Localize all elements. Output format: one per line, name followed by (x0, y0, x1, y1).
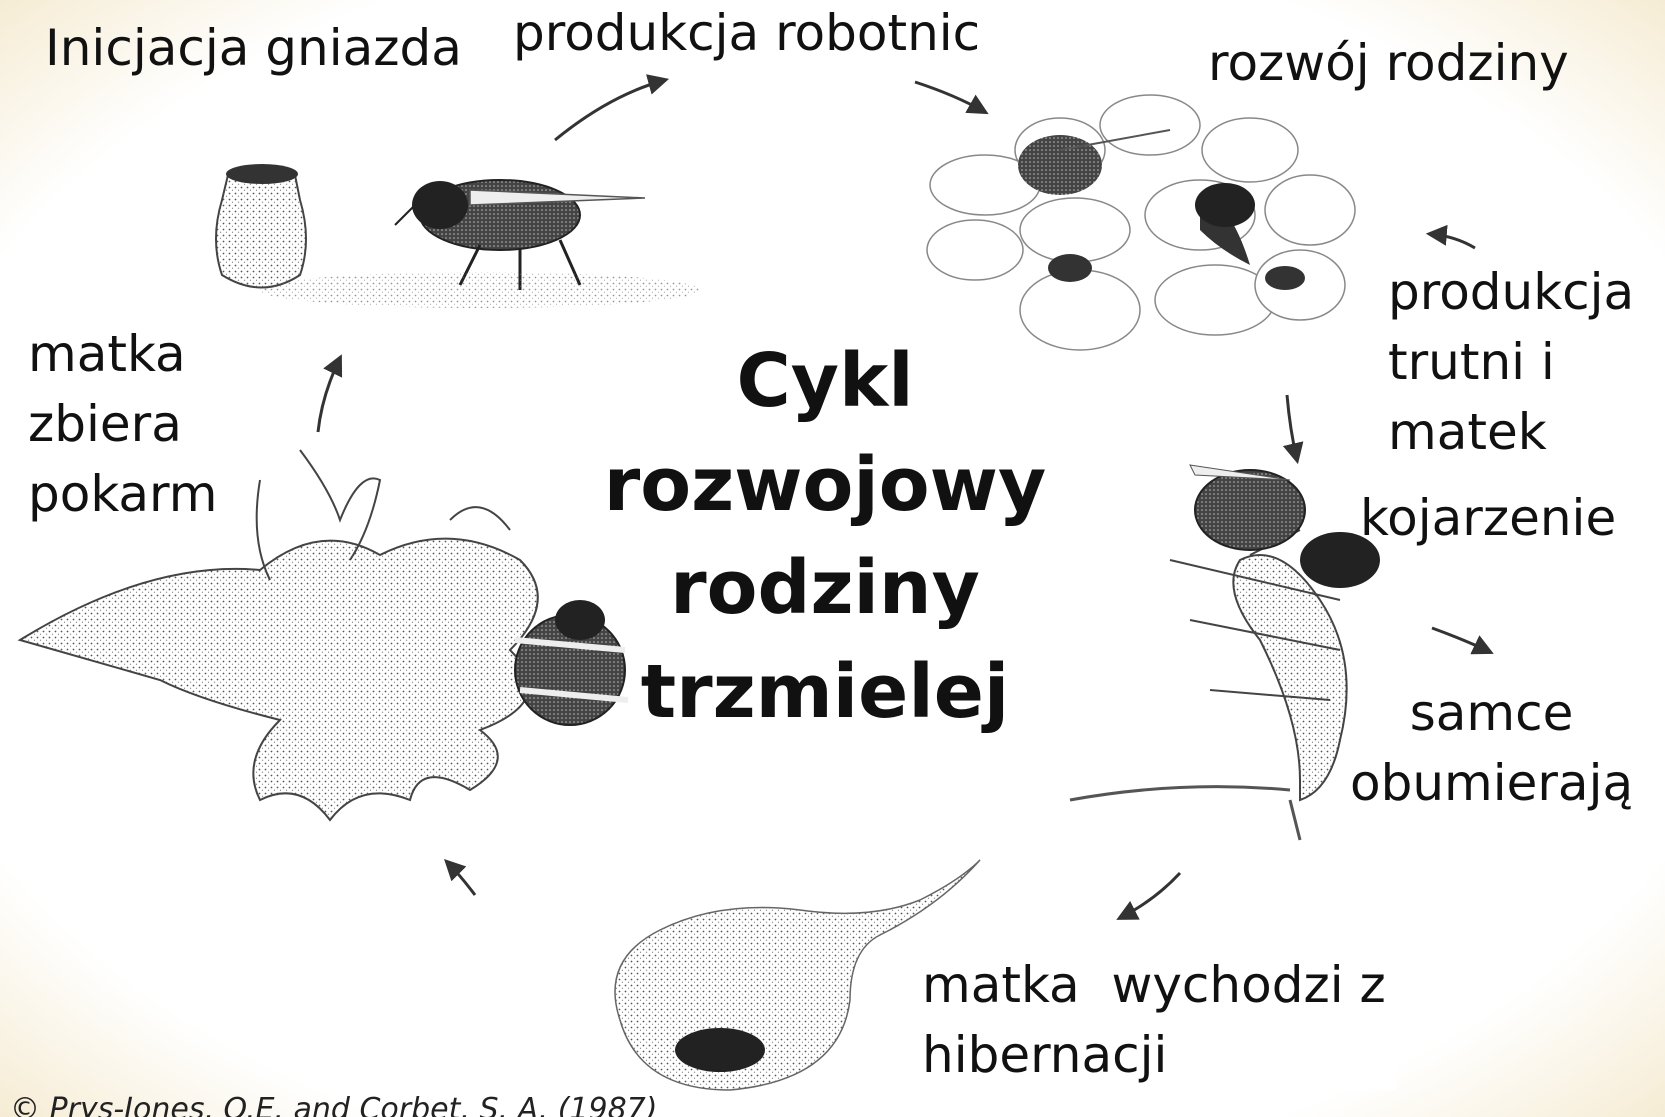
nest-founding-queen-icon (260, 180, 700, 308)
arrow-initiation-to-workers (555, 80, 665, 140)
arrow-hibernation-to-forage (447, 862, 475, 895)
label-hibernation-exit-line-1: matka wychodzi z (922, 950, 1386, 1020)
arrow-production-to-mating (1287, 395, 1297, 460)
wax-pot-icon (216, 164, 306, 288)
image-credit: © Prys-Jones, O.E. and Corbet, S. A. (19… (10, 1092, 657, 1117)
label-males-die: samce obumierają (1350, 678, 1633, 818)
label-queen-forages-line-1: matka (28, 319, 217, 389)
label-males-die-line-2: obumierają (1350, 748, 1633, 818)
label-queen-forages-line-3: pokarm (28, 459, 217, 529)
label-drone-queen-production-line-2: trutni i (1388, 327, 1634, 397)
arrow-growth-to-production (1430, 234, 1475, 248)
title-line-2: rozwojowy (600, 434, 1050, 538)
arrow-forage-to-initiation (318, 358, 340, 432)
label-hibernation-exit: matka wychodzi z hibernacji (918, 950, 1396, 1090)
thistle-mating-icon (1070, 465, 1380, 840)
title-line-3: rodziny (600, 537, 1050, 641)
label-hibernation-exit-line-2: hibernacji (922, 1020, 1386, 1090)
label-queen-forages-line-2: zbiera (28, 389, 217, 459)
label-worker-production: produkcja robotnic (513, 0, 980, 68)
arrow-to-hibernation (1120, 873, 1180, 918)
label-males-die-line-1: samce (1350, 678, 1633, 748)
diagram-title: Cykl rozwojowy rodziny trzmielej (600, 330, 1050, 744)
label-nest-initiation: Inicjacja gniazda (45, 13, 462, 83)
label-drone-queen-production-line-3: matek (1388, 397, 1634, 467)
label-drone-queen-production-line-1: produkcja (1388, 257, 1634, 327)
arrow-mating-to-males-die (1432, 628, 1490, 652)
arrow-workers-to-growth (915, 82, 985, 112)
label-colony-growth: rozwój rodziny (1208, 28, 1569, 98)
label-mating: kojarzenie (1360, 483, 1616, 553)
brood-comb-icon (927, 95, 1355, 350)
label-queen-forages: matka zbiera pokarm (10, 317, 241, 539)
title-line-1: Cykl (600, 330, 1050, 434)
label-drone-queen-production: produkcja trutni i matek (1384, 257, 1654, 467)
title-line-4: trzmielej (600, 641, 1050, 745)
